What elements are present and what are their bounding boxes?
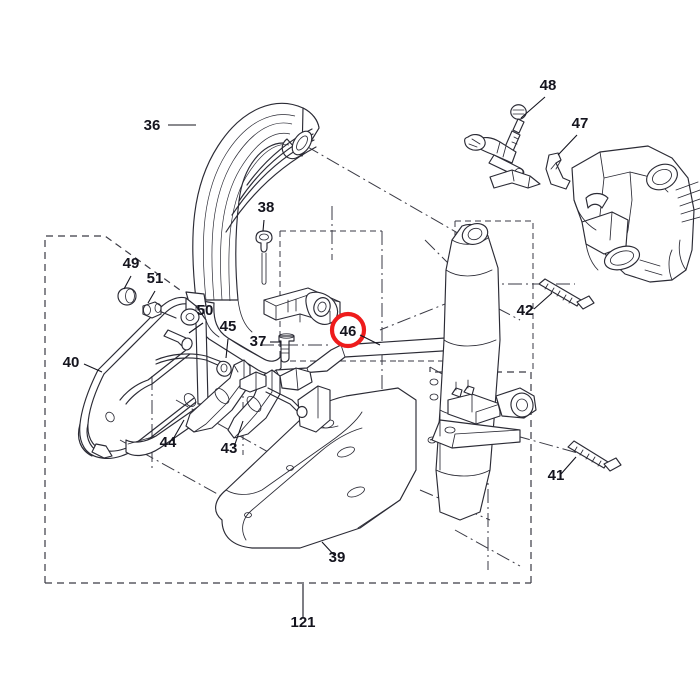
part-50-pin-stud xyxy=(163,329,193,351)
callout-label-37[interactable]: 37 xyxy=(250,333,267,350)
callout-leaders xyxy=(83,96,578,618)
part-36-handlebar-tube xyxy=(192,102,320,375)
callout-labels: 36 38 48 47 42 49 51 50 45 37 40 44 43 4… xyxy=(63,77,589,631)
leader-48 xyxy=(520,96,546,119)
leader-46 xyxy=(359,334,381,346)
group-box-engine-mount xyxy=(429,367,532,583)
part-48-throttle-linkage xyxy=(464,104,527,177)
callout-label-36[interactable]: 36 xyxy=(144,117,161,134)
part-37-screw xyxy=(278,333,295,363)
callout-label-47[interactable]: 47 xyxy=(572,115,589,132)
part-42-long-bolt xyxy=(538,278,595,310)
callout-label-41[interactable]: 41 xyxy=(548,467,565,484)
leader-45 xyxy=(225,338,229,359)
callout-label-121[interactable]: 121 xyxy=(290,614,315,631)
leader-40 xyxy=(83,363,103,373)
leader-44 xyxy=(171,419,185,442)
part-45-cable-clip xyxy=(155,353,232,377)
leader-42 xyxy=(533,292,553,310)
lower-mount-block xyxy=(431,379,537,449)
callout-label-38[interactable]: 38 xyxy=(258,199,275,216)
leader-41 xyxy=(560,456,577,475)
leader-51 xyxy=(147,290,156,304)
callout-label-46-highlighted[interactable]: 46 xyxy=(340,323,357,340)
part-49-grommet-bush xyxy=(117,287,137,306)
part-41-long-bolt xyxy=(567,440,622,472)
leader-43 xyxy=(233,420,244,448)
part-43-bracket-arm-right xyxy=(227,367,313,439)
leader-38 xyxy=(262,219,265,232)
callout-label-39[interactable]: 39 xyxy=(329,549,346,566)
callout-label-42[interactable]: 42 xyxy=(517,302,534,319)
callout-label-50[interactable]: 50 xyxy=(197,302,214,319)
callout-label-49[interactable]: 49 xyxy=(123,255,140,272)
part-39-lower-frame-shell xyxy=(215,385,417,549)
part-51-spacer-collar xyxy=(142,301,162,319)
leader-47 xyxy=(557,134,578,156)
leader-49 xyxy=(123,275,132,290)
engine-housing xyxy=(571,145,700,283)
frame-vertical-arm xyxy=(427,223,501,521)
callout-label-48[interactable]: 48 xyxy=(540,77,557,94)
callout-label-40[interactable]: 40 xyxy=(63,354,80,371)
highlight-ring-46 xyxy=(329,311,367,349)
callout-label-45[interactable]: 45 xyxy=(220,318,237,335)
callout-label-51[interactable]: 51 xyxy=(147,270,164,287)
part-44-bracket-arm-left xyxy=(185,359,251,433)
callout-label-43[interactable]: 43 xyxy=(221,440,238,457)
callout-label-44[interactable]: 44 xyxy=(160,434,177,451)
group-box-assembly-121 xyxy=(44,235,531,584)
frame-loop-lower-tip xyxy=(77,423,113,459)
part-47-lever-plate xyxy=(489,152,571,190)
part-40-guard-frame-loop xyxy=(79,291,209,460)
leader-50 xyxy=(188,322,204,334)
leader-39 xyxy=(321,541,335,556)
part-38-nut-cap xyxy=(255,230,273,285)
handlebar-mount-bracket xyxy=(263,287,341,325)
